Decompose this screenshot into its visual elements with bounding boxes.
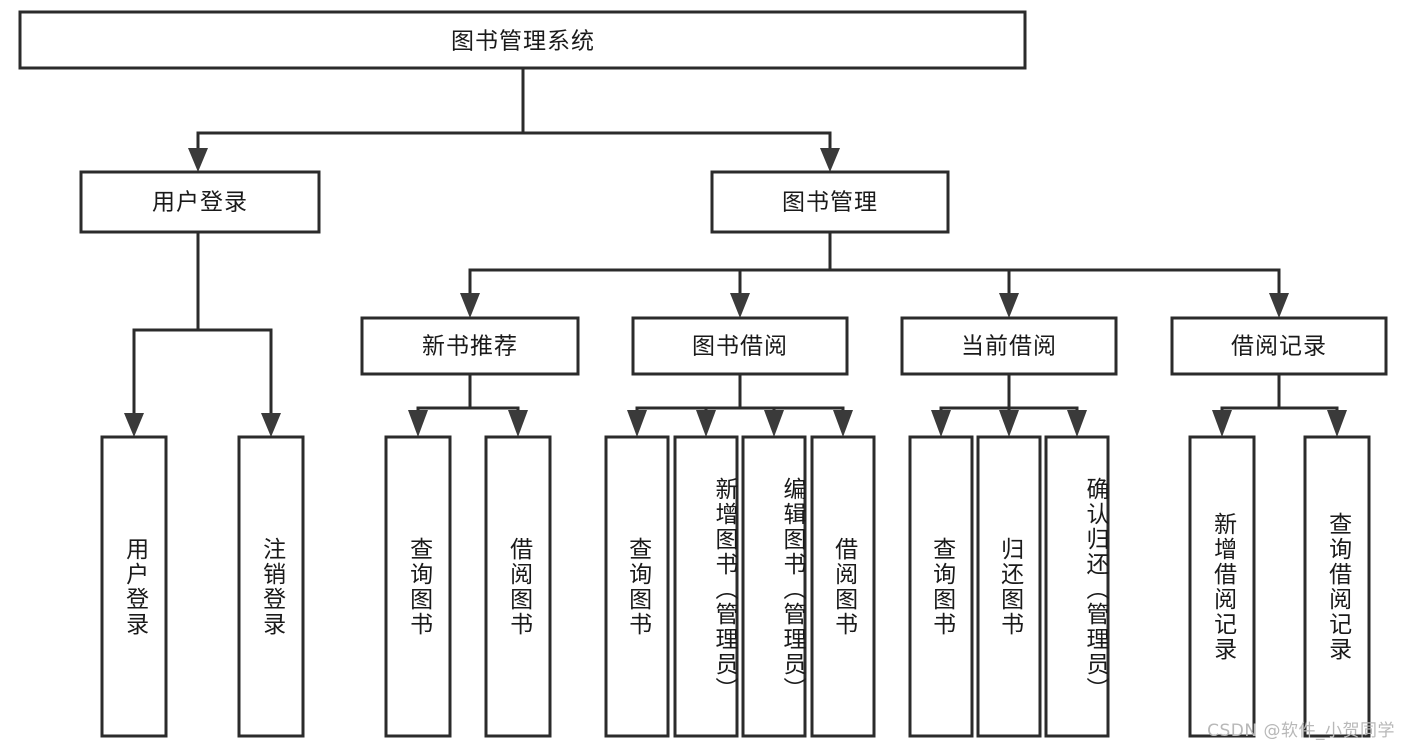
arrow-book-borrow-leaf3 (764, 410, 784, 437)
connector-layer (124, 66, 1347, 437)
arrow-book-borrow-leaf4 (833, 410, 853, 437)
node-box-leaf-new-book-1[interactable] (384, 435, 452, 738)
arrow-user-login-leaf1 (124, 413, 144, 437)
arrow-to-new-book (460, 293, 480, 318)
label-book-manage: 图书管理 (782, 190, 878, 216)
box-layer (18, 10, 1388, 738)
arrow-to-current-borrow (999, 293, 1019, 318)
arrow-user-login-leaf2 (261, 413, 281, 437)
node-box-user-login[interactable] (79, 170, 321, 234)
node-box-leaf-current-borrow-1[interactable] (908, 435, 974, 738)
label-new-book-recommend: 新书推荐 (422, 334, 518, 360)
node-box-leaf-borrow-record-2[interactable] (1303, 435, 1371, 738)
node-box-leaf-current-borrow-3[interactable] (1044, 435, 1110, 738)
node-box-leaf-borrow-record-1[interactable] (1188, 435, 1256, 738)
node-box-new-book-recommend[interactable] (360, 316, 580, 376)
label-book-borrow: 图书借阅 (692, 334, 788, 360)
horizontal-label-layer: 图书管理系统 用户登录 图书管理 新书推荐 图书借阅 当前借阅 借阅记录 (152, 29, 1327, 360)
node-box-borrow-record[interactable] (1170, 316, 1388, 376)
node-box-leaf-book-borrow-2[interactable] (673, 435, 739, 738)
arrow-book-borrow-leaf2 (696, 410, 716, 437)
arrow-current-borrow-leaf2 (999, 410, 1019, 437)
arrow-borrow-record-leaf1 (1212, 410, 1232, 437)
arrow-to-book-borrow (730, 293, 750, 318)
label-root: 图书管理系统 (451, 29, 595, 55)
label-user-login: 用户登录 (152, 190, 248, 216)
arrow-new-book-leaf2 (508, 410, 528, 437)
node-box-leaf-book-borrow-1[interactable] (604, 435, 670, 738)
arrow-current-borrow-leaf3 (1067, 410, 1087, 437)
node-box-leaf-user-login-1[interactable] (100, 435, 168, 738)
watermark-text: CSDN @软件_小贺同学 (1207, 721, 1395, 741)
arrow-to-borrow-record (1269, 293, 1289, 318)
arrow-current-borrow-leaf1 (931, 410, 951, 437)
arrow-to-book-manage (820, 148, 840, 172)
arrow-new-book-leaf1 (408, 410, 428, 437)
node-box-leaf-book-borrow-4[interactable] (810, 435, 876, 738)
label-current-borrow: 当前借阅 (961, 334, 1057, 360)
node-box-book-borrow[interactable] (631, 316, 849, 376)
arrow-borrow-record-leaf2 (1327, 410, 1347, 437)
node-box-leaf-user-login-2[interactable] (237, 435, 305, 738)
arrow-book-borrow-leaf1 (627, 410, 647, 437)
node-box-leaf-book-borrow-3[interactable] (741, 435, 807, 738)
node-box-book-manage[interactable] (710, 170, 950, 234)
label-borrow-record: 借阅记录 (1231, 334, 1327, 360)
node-box-leaf-current-borrow-2[interactable] (976, 435, 1042, 738)
node-box-current-borrow[interactable] (900, 316, 1118, 376)
arrow-to-user-login (188, 148, 208, 172)
node-box-root[interactable] (18, 10, 1027, 70)
node-box-leaf-new-book-2[interactable] (484, 435, 552, 738)
